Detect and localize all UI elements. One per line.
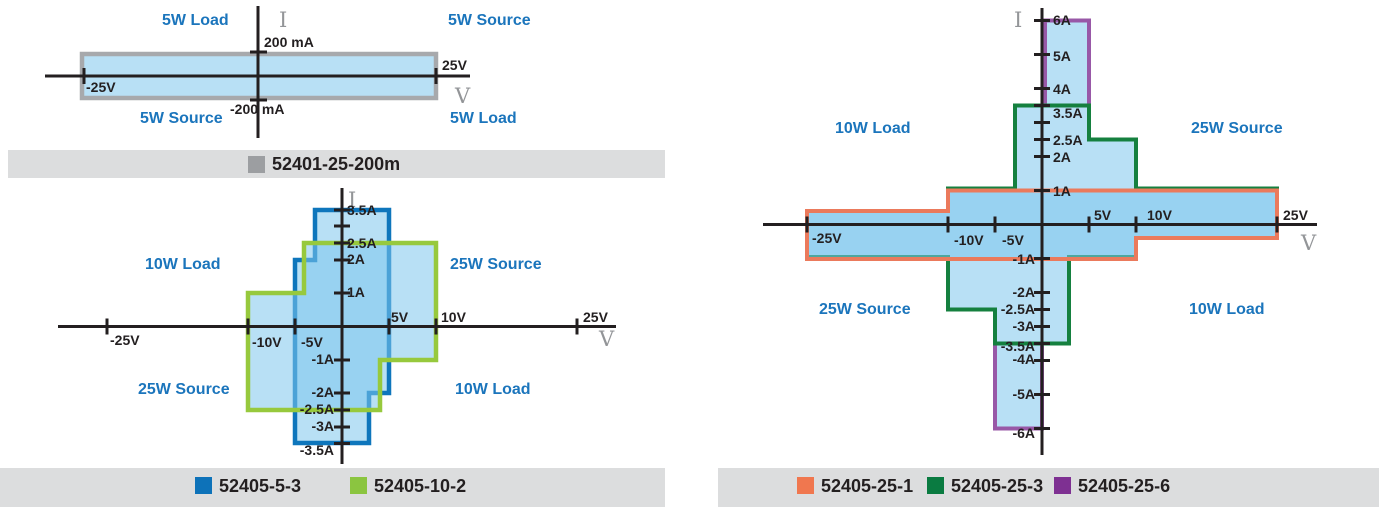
tick-label-neg5V: -5V [1002,232,1024,248]
y-ticks [1034,19,1050,430]
tick-label-neg5V: -5V [301,334,323,350]
legend-swatch-52405-25-3 [927,477,944,494]
y-axis-letter: I [1014,8,1023,32]
tick-label-neg1A: -1A [1012,251,1035,267]
legend-label: 52405-5-3 [219,476,302,496]
legend-bar: 52405-25-1 52405-25-3 52405-25-6 [718,468,1379,507]
tick-label-2.5A: 2.5A [347,235,377,251]
x-ticks [805,216,1279,233]
tick-label-neg3.5A: -3.5A [1000,338,1035,354]
quadrant-label-br: 10W Load [1189,301,1265,318]
tick-label-neg3A: -3A [1012,318,1035,334]
tick-label-10V: 10V [441,309,466,325]
tick-label-neg25V: -25V [86,79,116,95]
tick-label-neg2.5A: -2.5A [299,401,334,417]
legend-swatch-52405-5-3 [195,477,212,494]
tick-label-neg25V: -25V [110,332,140,348]
quadrant-label-br: 10W Load [455,381,531,398]
legend-swatch-52401-25-200m [248,156,265,173]
chart-52405-25V [763,8,1317,455]
tick-label-neg1A: -1A [311,351,334,367]
tick-label-25V: 25V [1283,207,1308,223]
tick-label-3.5A: 3.5A [347,202,377,218]
x-ticks [105,318,579,335]
quadrant-label-bl: 25W Source [138,381,230,398]
tick-label-2A: 2A [347,251,365,267]
quadrant-label-bl: 25W Source [819,301,911,318]
x-axis-letter: V [599,327,615,351]
tick-label-neg2A: -2A [311,384,334,400]
legend-label: 52405-25-6 [1078,476,1171,496]
tick-label-neg2.5A: -2.5A [1000,301,1035,317]
quadrant-label-bl: 5W Source [140,110,223,127]
y-ticks [334,208,350,445]
tick-label-neg10V: -10V [954,232,984,248]
legend-bar: 52405-5-3 52405-10-2 [0,468,665,507]
quadrant-label-tl: 5W Load [162,12,229,29]
y-axis-letter: I [348,188,357,212]
tick-label-10V: 10V [1147,207,1172,223]
tick-label-200mA: 200 mA [264,34,314,50]
tick-label-neg10V: -10V [252,334,282,350]
tick-label-3.5A: 3.5A [1053,105,1083,121]
tick-label-1A: 1A [1053,183,1071,199]
legend-swatch-52405-10-2 [350,477,367,494]
tick-label-1A: 1A [347,284,365,300]
tick-label-neg3.5A: -3.5A [299,442,334,458]
tick-label-4A: 4A [1053,81,1071,97]
quadrant-label-tr: 25W Source [450,256,542,273]
tick-label-6A: 6A [1053,12,1071,28]
quadrant-label-tl: 10W Load [835,120,911,137]
tick-label-2A: 2A [1053,149,1071,165]
tick-label-5V: 5V [391,309,409,325]
chart-52405-low-voltage [58,188,616,464]
tick-label-2.5A: 2.5A [1053,132,1083,148]
tick-label-neg4A: -4A [1012,351,1035,367]
quadrant-label-tr: 5W Source [448,12,531,29]
tick-label-neg2A: -2A [1012,284,1035,300]
y-axis-letter: I [279,8,288,32]
tick-label-25V: 25V [442,57,467,73]
tick-label-neg25V: -25V [812,230,842,246]
legend-swatch-52405-25-6 [1054,477,1071,494]
tick-label-neg6A: -6A [1012,425,1035,441]
chart-52401 [45,6,470,138]
tick-label-5A: 5A [1053,48,1071,64]
quadrant-label-br: 5W Load [450,110,517,127]
x-axis-letter: V [1301,231,1317,255]
quadrant-label-tl: 10W Load [145,256,221,273]
tick-label-neg3A: -3A [311,418,334,434]
x-axis-letter: V [455,84,471,108]
tick-label-neg200mA: -200 mA [230,101,285,117]
tick-label-neg5A: -5A [1012,386,1035,402]
legend-bar: 52401-25-200m [8,150,665,178]
legend-label: 52401-25-200m [272,154,401,174]
tick-label-25V: 25V [583,309,608,325]
legend-label: 52405-25-3 [951,476,1044,496]
legend-swatch-52405-25-1 [797,477,814,494]
tick-label-5V: 5V [1094,207,1112,223]
legend-label: 52405-10-2 [374,476,467,496]
legend-label: 52405-25-1 [821,476,914,496]
axis-ticks [82,50,438,102]
quadrant-label-tr: 25W Source [1191,120,1283,137]
